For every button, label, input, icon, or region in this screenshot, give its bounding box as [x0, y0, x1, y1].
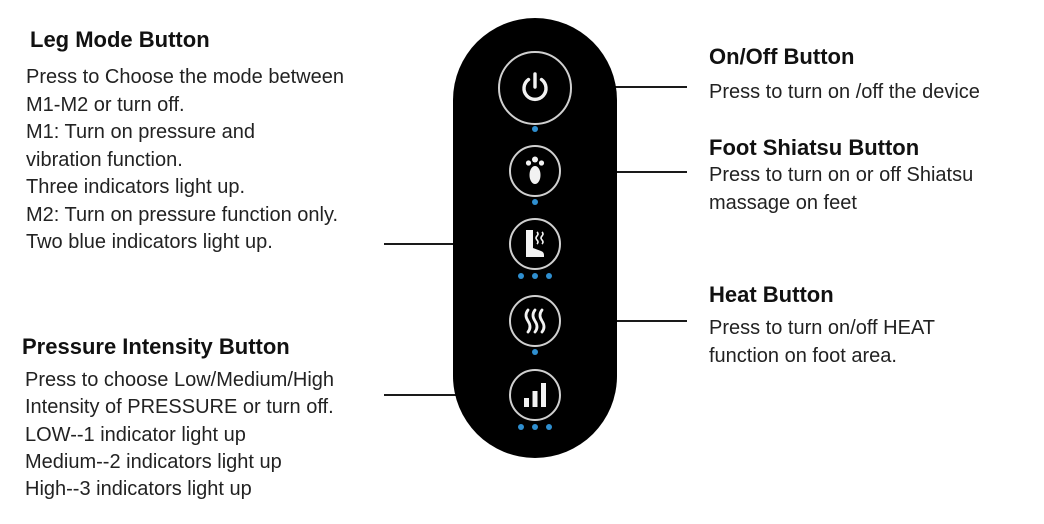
- indicator-power: [532, 126, 538, 132]
- leg-mode-description: Press to Choose the mode between M1-M2 o…: [26, 66, 344, 253]
- pressure-intensity-button[interactable]: [509, 369, 561, 421]
- leader-line-foot-shiatsu: [561, 171, 687, 173]
- foot-icon: [525, 156, 545, 184]
- leg-icon: [526, 230, 544, 257]
- indicator-pressure-2: [532, 424, 538, 430]
- leg-mode-title: Leg Mode Button: [30, 27, 210, 52]
- indicator-leg-2: [532, 273, 538, 279]
- heat-icon: [524, 308, 546, 334]
- on-off-description: Press to turn on /off the device: [709, 81, 980, 103]
- heat-title: Heat Button: [709, 282, 834, 307]
- indicator-leg-1: [518, 273, 524, 279]
- bars-icon: [524, 383, 546, 407]
- leader-line-on-off: [571, 86, 687, 88]
- pressure-intensity-title: Pressure Intensity Button: [22, 334, 290, 359]
- heat-description: Press to turn on/off HEAT function on fo…: [709, 317, 936, 367]
- foot-shiatsu-description: Press to turn on or off Shiatsu massage …: [709, 164, 974, 214]
- indicator-leg-3: [546, 273, 552, 279]
- indicator-heat: [532, 349, 538, 355]
- heat-label: Heat Button Press to turn on/off HEAT fu…: [709, 281, 935, 370]
- on-off-title: On/Off Button: [709, 44, 855, 69]
- heat-button[interactable]: [509, 295, 561, 347]
- foot-shiatsu-title: Foot Shiatsu Button: [709, 135, 920, 160]
- indicator-pressure-1: [518, 424, 524, 430]
- indicator-pressure-3: [546, 424, 552, 430]
- leader-line-heat: [561, 320, 687, 322]
- pressure-intensity-label: Pressure Intensity Button Press to choos…: [22, 333, 334, 503]
- power-icon: [522, 72, 548, 102]
- leader-line-leg-mode: [384, 243, 510, 245]
- indicator-foot-shiatsu: [532, 199, 538, 205]
- power-button[interactable]: [498, 51, 572, 125]
- pressure-intensity-description: Press to choose Low/Medium/High Intensit…: [25, 369, 335, 501]
- on-off-label: On/Off Button Press to turn on /off the …: [709, 43, 980, 107]
- leg-mode-label: Leg Mode Button Press to Choose the mode…: [26, 26, 344, 257]
- foot-shiatsu-button[interactable]: [509, 145, 561, 197]
- leg-mode-button[interactable]: [509, 218, 561, 270]
- leader-line-pressure: [384, 394, 510, 396]
- foot-shiatsu-label: Foot Shiatsu Button Press to turn on or …: [709, 134, 973, 217]
